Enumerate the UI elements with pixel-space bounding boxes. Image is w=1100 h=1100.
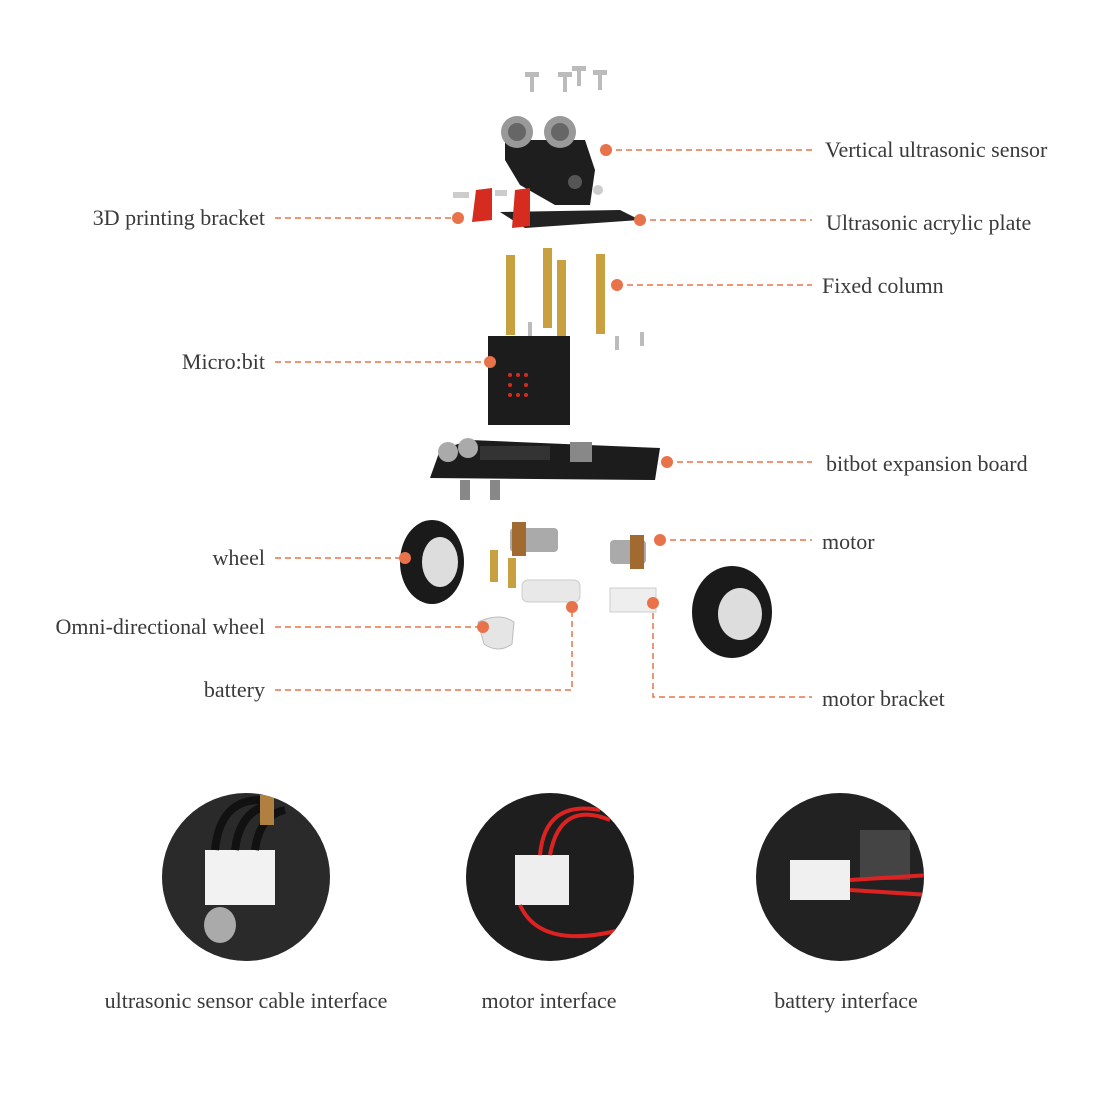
wheel-left (400, 520, 464, 604)
label-battery: battery (203, 677, 265, 702)
screws (525, 66, 607, 92)
caption-battery-interface: battery interface (774, 988, 918, 1013)
expansion-board (430, 438, 660, 500)
caption-ultrasonic-interface: ultrasonic sensor cable interface (104, 988, 388, 1013)
fixed-columns (506, 248, 605, 340)
acrylic-plate (500, 210, 640, 228)
label-wheel: wheel (212, 545, 265, 570)
label-microbit: Micro:bit (181, 349, 265, 374)
label-motor-bracket: motor bracket (822, 686, 945, 711)
motor-interface-photo (466, 793, 634, 961)
ultrasonic-interface-photo (162, 793, 330, 961)
microbit-board (488, 336, 570, 425)
label-ultrasonic-acrylic-plate: Ultrasonic acrylic plate (826, 210, 1032, 235)
battery-holder (521, 579, 581, 603)
label-omni-wheel: Omni-directional wheel (55, 614, 265, 639)
battery-interface-photo (756, 793, 924, 961)
caption-motor-interface: motor interface (481, 988, 617, 1013)
motors (510, 522, 646, 569)
label-vertical-ultrasonic-sensor: Vertical ultrasonic sensor (825, 137, 1048, 162)
callout-dots (399, 144, 673, 633)
callout-lines (275, 149, 812, 698)
label-motor: motor (822, 529, 875, 554)
label-expansion-board: bitbot expansion board (826, 451, 1028, 476)
wheel-right (692, 566, 772, 658)
label-3d-printing-bracket: 3D printing bracket (92, 205, 265, 230)
label-fixed-column: Fixed column (822, 273, 944, 298)
3d-bracket (472, 188, 530, 228)
